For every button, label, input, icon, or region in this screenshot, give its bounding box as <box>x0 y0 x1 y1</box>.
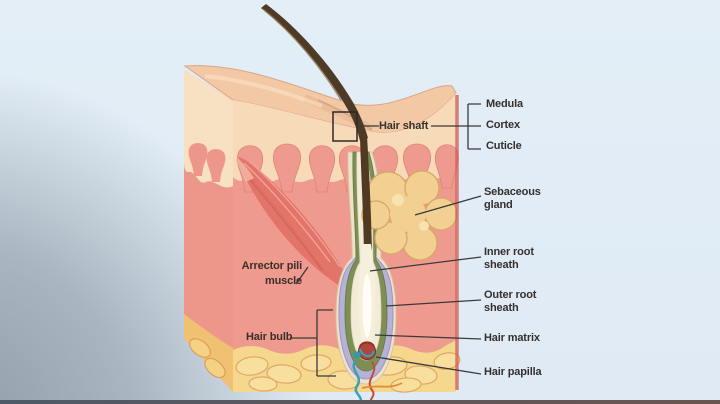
bottom-border-strip <box>0 400 720 404</box>
label-sebaceous-gland: Sebaceous gland <box>484 186 541 211</box>
label-medula: Medula <box>486 98 523 110</box>
label-hair-papilla: Hair papilla <box>484 366 542 378</box>
connector-lines <box>290 103 482 377</box>
label-hair-bulb: Hair bulb <box>246 331 293 343</box>
label-arrector-pili-muscle: Arrector pili muscle <box>241 260 303 287</box>
label-hair-shaft: Hair shaft <box>379 120 429 132</box>
label-outer-root-sheath: Outer root sheath <box>484 289 537 314</box>
block-top-face <box>183 65 457 134</box>
block-left-face <box>184 70 233 392</box>
sebaceous-gland-illustration <box>361 170 458 261</box>
arrector-pili-muscle-illustration <box>236 157 353 292</box>
label-hair-matrix: Hair matrix <box>484 332 540 344</box>
label-cuticle: Cuticle <box>486 140 522 152</box>
label-cortex: Cortex <box>486 119 520 131</box>
label-inner-root-sheath: Inner root sheath <box>484 246 534 271</box>
